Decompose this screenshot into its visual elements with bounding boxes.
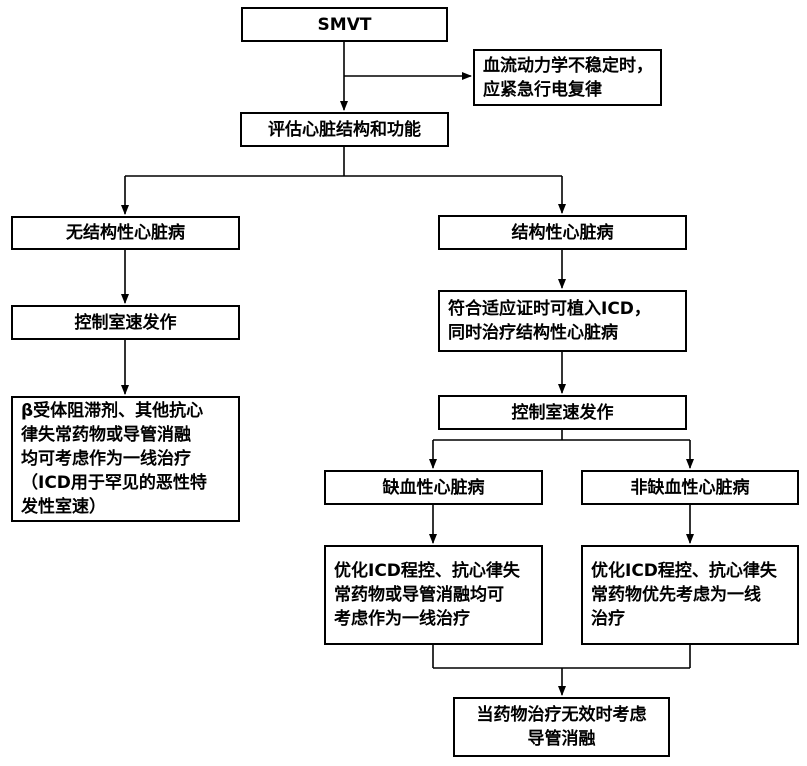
smvt-box: SMVT [241,7,448,42]
control-vt-right-label: 控制室速发作 [511,402,614,423]
ablation-box: 当药物治疗无效时考虑 导管消融 [453,697,670,757]
smvt-label: SMVT [317,14,372,35]
optimize-non-ischemic-label: 优化ICD程控、抗心律失 常药物优先考虑为一线 治疗 [591,561,777,629]
optimize-non-ischemic-box: 优化ICD程控、抗心律失 常药物优先考虑为一线 治疗 [581,545,799,645]
icd-box: 符合适应证时可植入ICD， 同时治疗结构性心脏病 [438,290,687,352]
non-ischemic-label: 非缺血性心脏病 [630,477,750,498]
no-structural-box: 无结构性心脏病 [11,216,240,250]
evaluate-box: 评估心脏结构和功能 [240,112,449,147]
control-vt-left-label: 控制室速发作 [74,312,177,333]
evaluate-label: 评估心脏结构和功能 [268,119,421,140]
ischemic-label: 缺血性心脏病 [382,477,485,498]
optimize-ischemic-box: 优化ICD程控、抗心律失 常药物或导管消融均可 考虑作为一线治疗 [324,545,543,645]
structural-box: 结构性心脏病 [438,215,687,250]
control-vt-right-box: 控制室速发作 [438,395,687,430]
ablation-label: 当药物治疗无效时考虑 导管消融 [476,705,647,749]
control-vt-left-box: 控制室速发作 [11,305,240,340]
unstable-label: 血流动力学不稳定时， 应紧急行电复律 [483,55,653,100]
unstable-box: 血流动力学不稳定时， 应紧急行电复律 [473,49,662,106]
beta-blocker-label: β受体阻滞剂、其他抗心 律失常药物或导管消融 均可考虑作为一线治疗 （ICD用于… [21,401,207,517]
optimize-ischemic-label: 优化ICD程控、抗心律失 常药物或导管消融均可 考虑作为一线治疗 [334,561,520,629]
ischemic-box: 缺血性心脏病 [324,470,543,505]
no-structural-label: 无结构性心脏病 [66,223,185,243]
structural-label: 结构性心脏病 [511,222,614,243]
icd-label: 符合适应证时可植入ICD， 同时治疗结构性心脏病 [448,299,651,343]
non-ischemic-box: 非缺血性心脏病 [581,470,799,505]
beta-blocker-box: β受体阻滞剂、其他抗心 律失常药物或导管消融 均可考虑作为一线治疗 （ICD用于… [11,396,240,522]
